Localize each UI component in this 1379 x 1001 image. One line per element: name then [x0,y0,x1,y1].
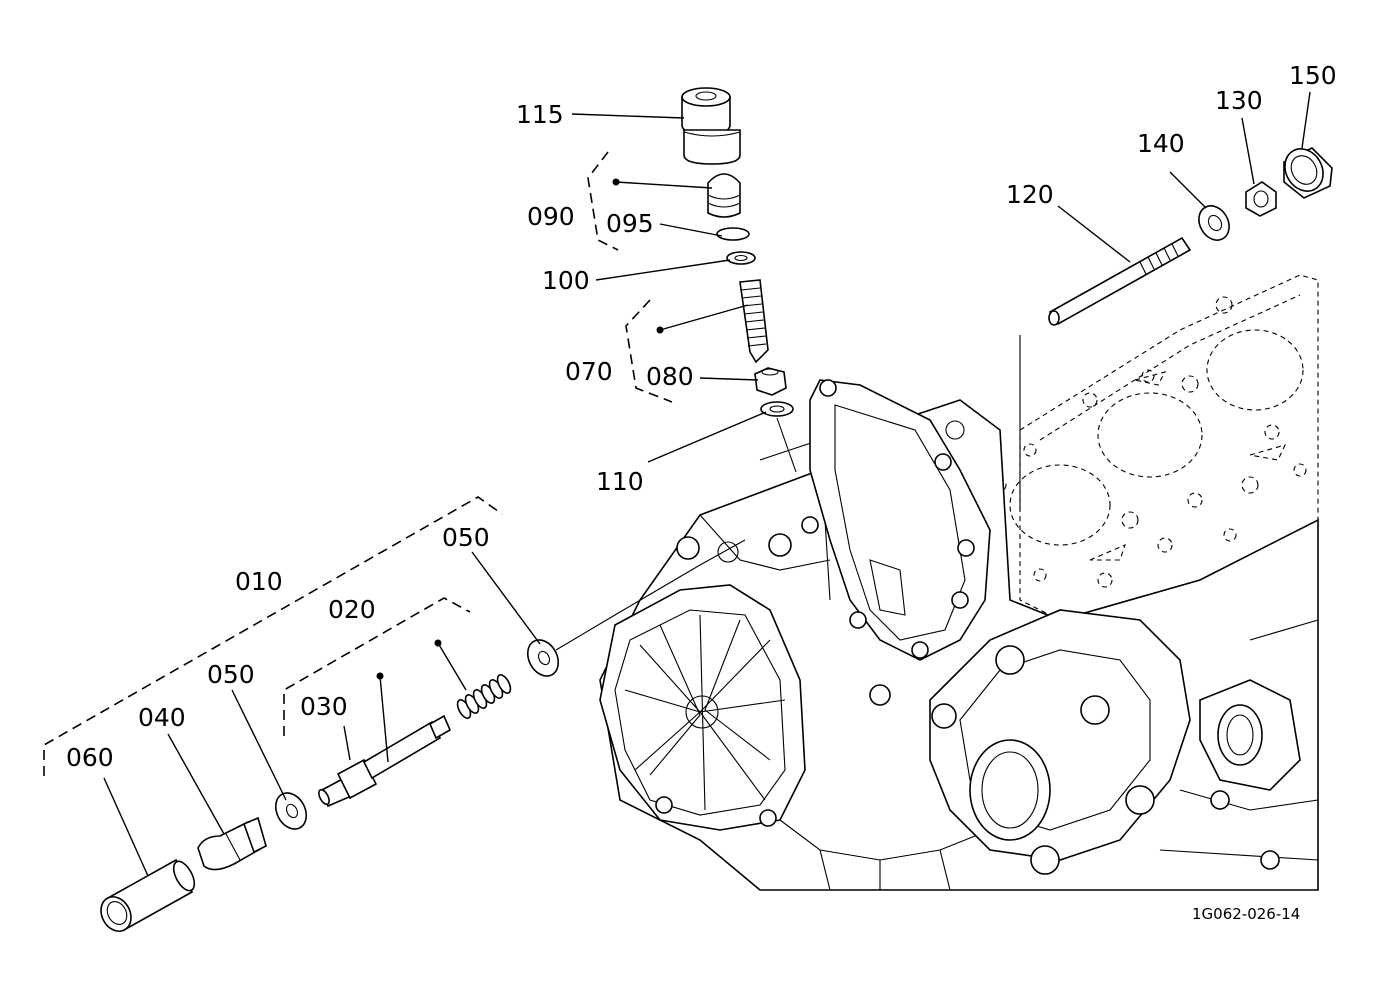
callout-140: 140 [1137,129,1185,158]
part-020-spring [456,674,512,719]
part-070-stud [739,279,769,364]
callout-030: 030 [300,692,348,721]
part-110-washer [760,401,794,417]
callout-095: 095 [606,209,654,238]
callout-120: 120 [1006,180,1054,209]
part-150-cap [1283,147,1333,199]
callout-070: 070 [565,357,613,386]
part-115-cap-nut [681,87,741,165]
callout-100: 100 [542,266,590,295]
callout-050-upper: 050 [442,523,490,552]
leader-lines [103,91,1311,877]
part-140-washer [1198,205,1230,241]
part-030-plunger [318,714,452,808]
part-040-plug [197,816,267,871]
callout-040: 040 [138,703,186,732]
part-060-sleeve [100,858,196,932]
callout-130: 130 [1215,86,1263,115]
callout-090: 090 [527,202,575,231]
engine-block [599,274,1319,891]
callout-080: 080 [646,362,694,391]
callout-010: 010 [235,567,283,596]
part-120-stud [1019,236,1192,510]
part-050-washer-upper [526,639,560,677]
group-bracket-070 [625,299,673,403]
part-080-nut [754,367,787,396]
figure-code: 1G062-026-14 [1192,905,1300,923]
callout-110: 110 [596,467,644,496]
callout-150: 150 [1289,61,1337,90]
group-bracket-090 [587,151,619,251]
group-bracket-020 [283,597,471,736]
callout-060: 060 [66,743,114,772]
callout-050-lower: 050 [207,660,255,689]
part-050-washer-lower [274,792,308,830]
group-bracket-010 [43,496,503,776]
callout-115: 115 [516,100,564,129]
part-095-ring [716,227,750,241]
part-100-washer [726,251,756,265]
callout-labels: 115 090 095 100 070 080 110 120 140 130 … [66,61,1337,923]
part-130-nut [1245,181,1277,217]
callout-020: 020 [328,595,376,624]
part-090-valve [707,173,741,218]
